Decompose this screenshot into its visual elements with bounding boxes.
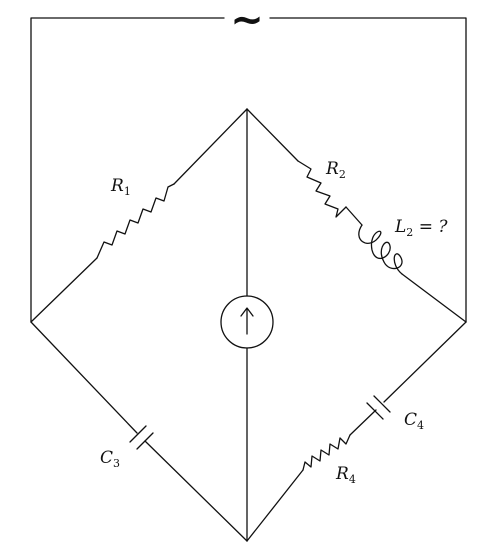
resistor-r2-inductor-l2-branch — [246, 108, 467, 323]
r2-label: R2 — [325, 159, 346, 181]
ac-source-symbol: ~ — [230, 0, 264, 43]
ac-source-wires — [30, 17, 467, 323]
resistor-r1-branch — [30, 108, 248, 323]
c3-label: C3 — [100, 448, 120, 470]
r4-label: R4 — [335, 464, 356, 486]
capacitor-c4-resistor-r4-branch — [246, 321, 467, 542]
l2-label: L2 = ? — [394, 217, 448, 239]
capacitor-c3-branch — [30, 321, 248, 542]
r1-label: R1 — [110, 176, 131, 198]
current-source-icon — [220, 295, 274, 349]
c4-label: C4 — [404, 410, 424, 432]
